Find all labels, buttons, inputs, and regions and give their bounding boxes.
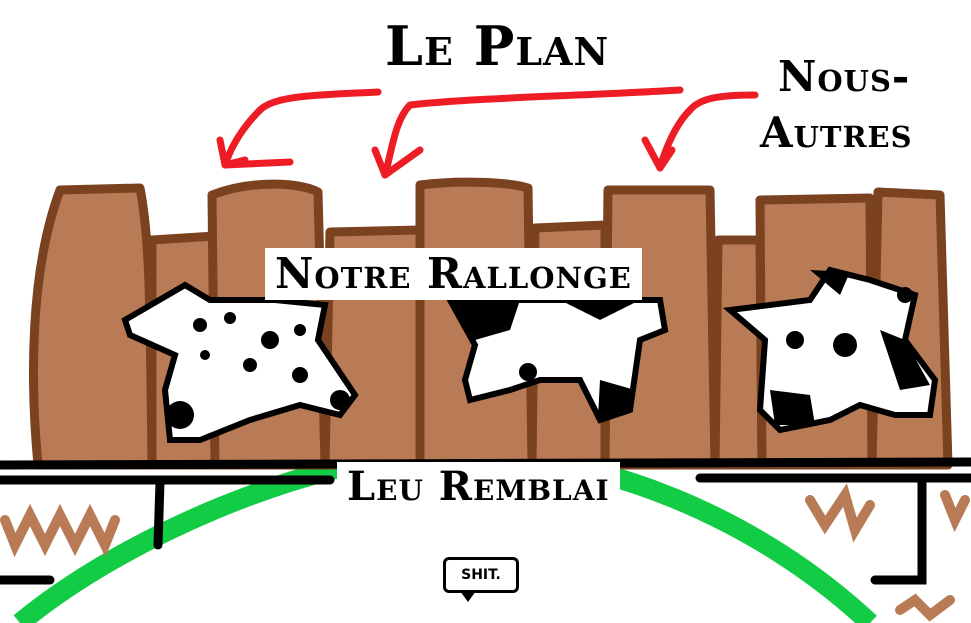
label-leu-remblai: Leu Remblai [337,462,620,512]
label-autres: Autres [760,108,913,157]
title-le-plan: Le Plan [385,14,610,78]
cow-right [722,266,939,434]
red-arrows [216,86,759,179]
cow-left [121,281,359,443]
label-nous: Nous- [778,52,911,101]
arrow-left [221,88,382,169]
label-notre-rallonge: Notre Rallonge [265,248,642,300]
mud-scribbles [0,483,970,622]
cow-middle [444,297,669,424]
speech-bubble: SHIT. [443,557,519,602]
speech-text: SHIT. [461,567,501,583]
arrow-middle [381,86,684,179]
arrow-right [656,91,759,172]
